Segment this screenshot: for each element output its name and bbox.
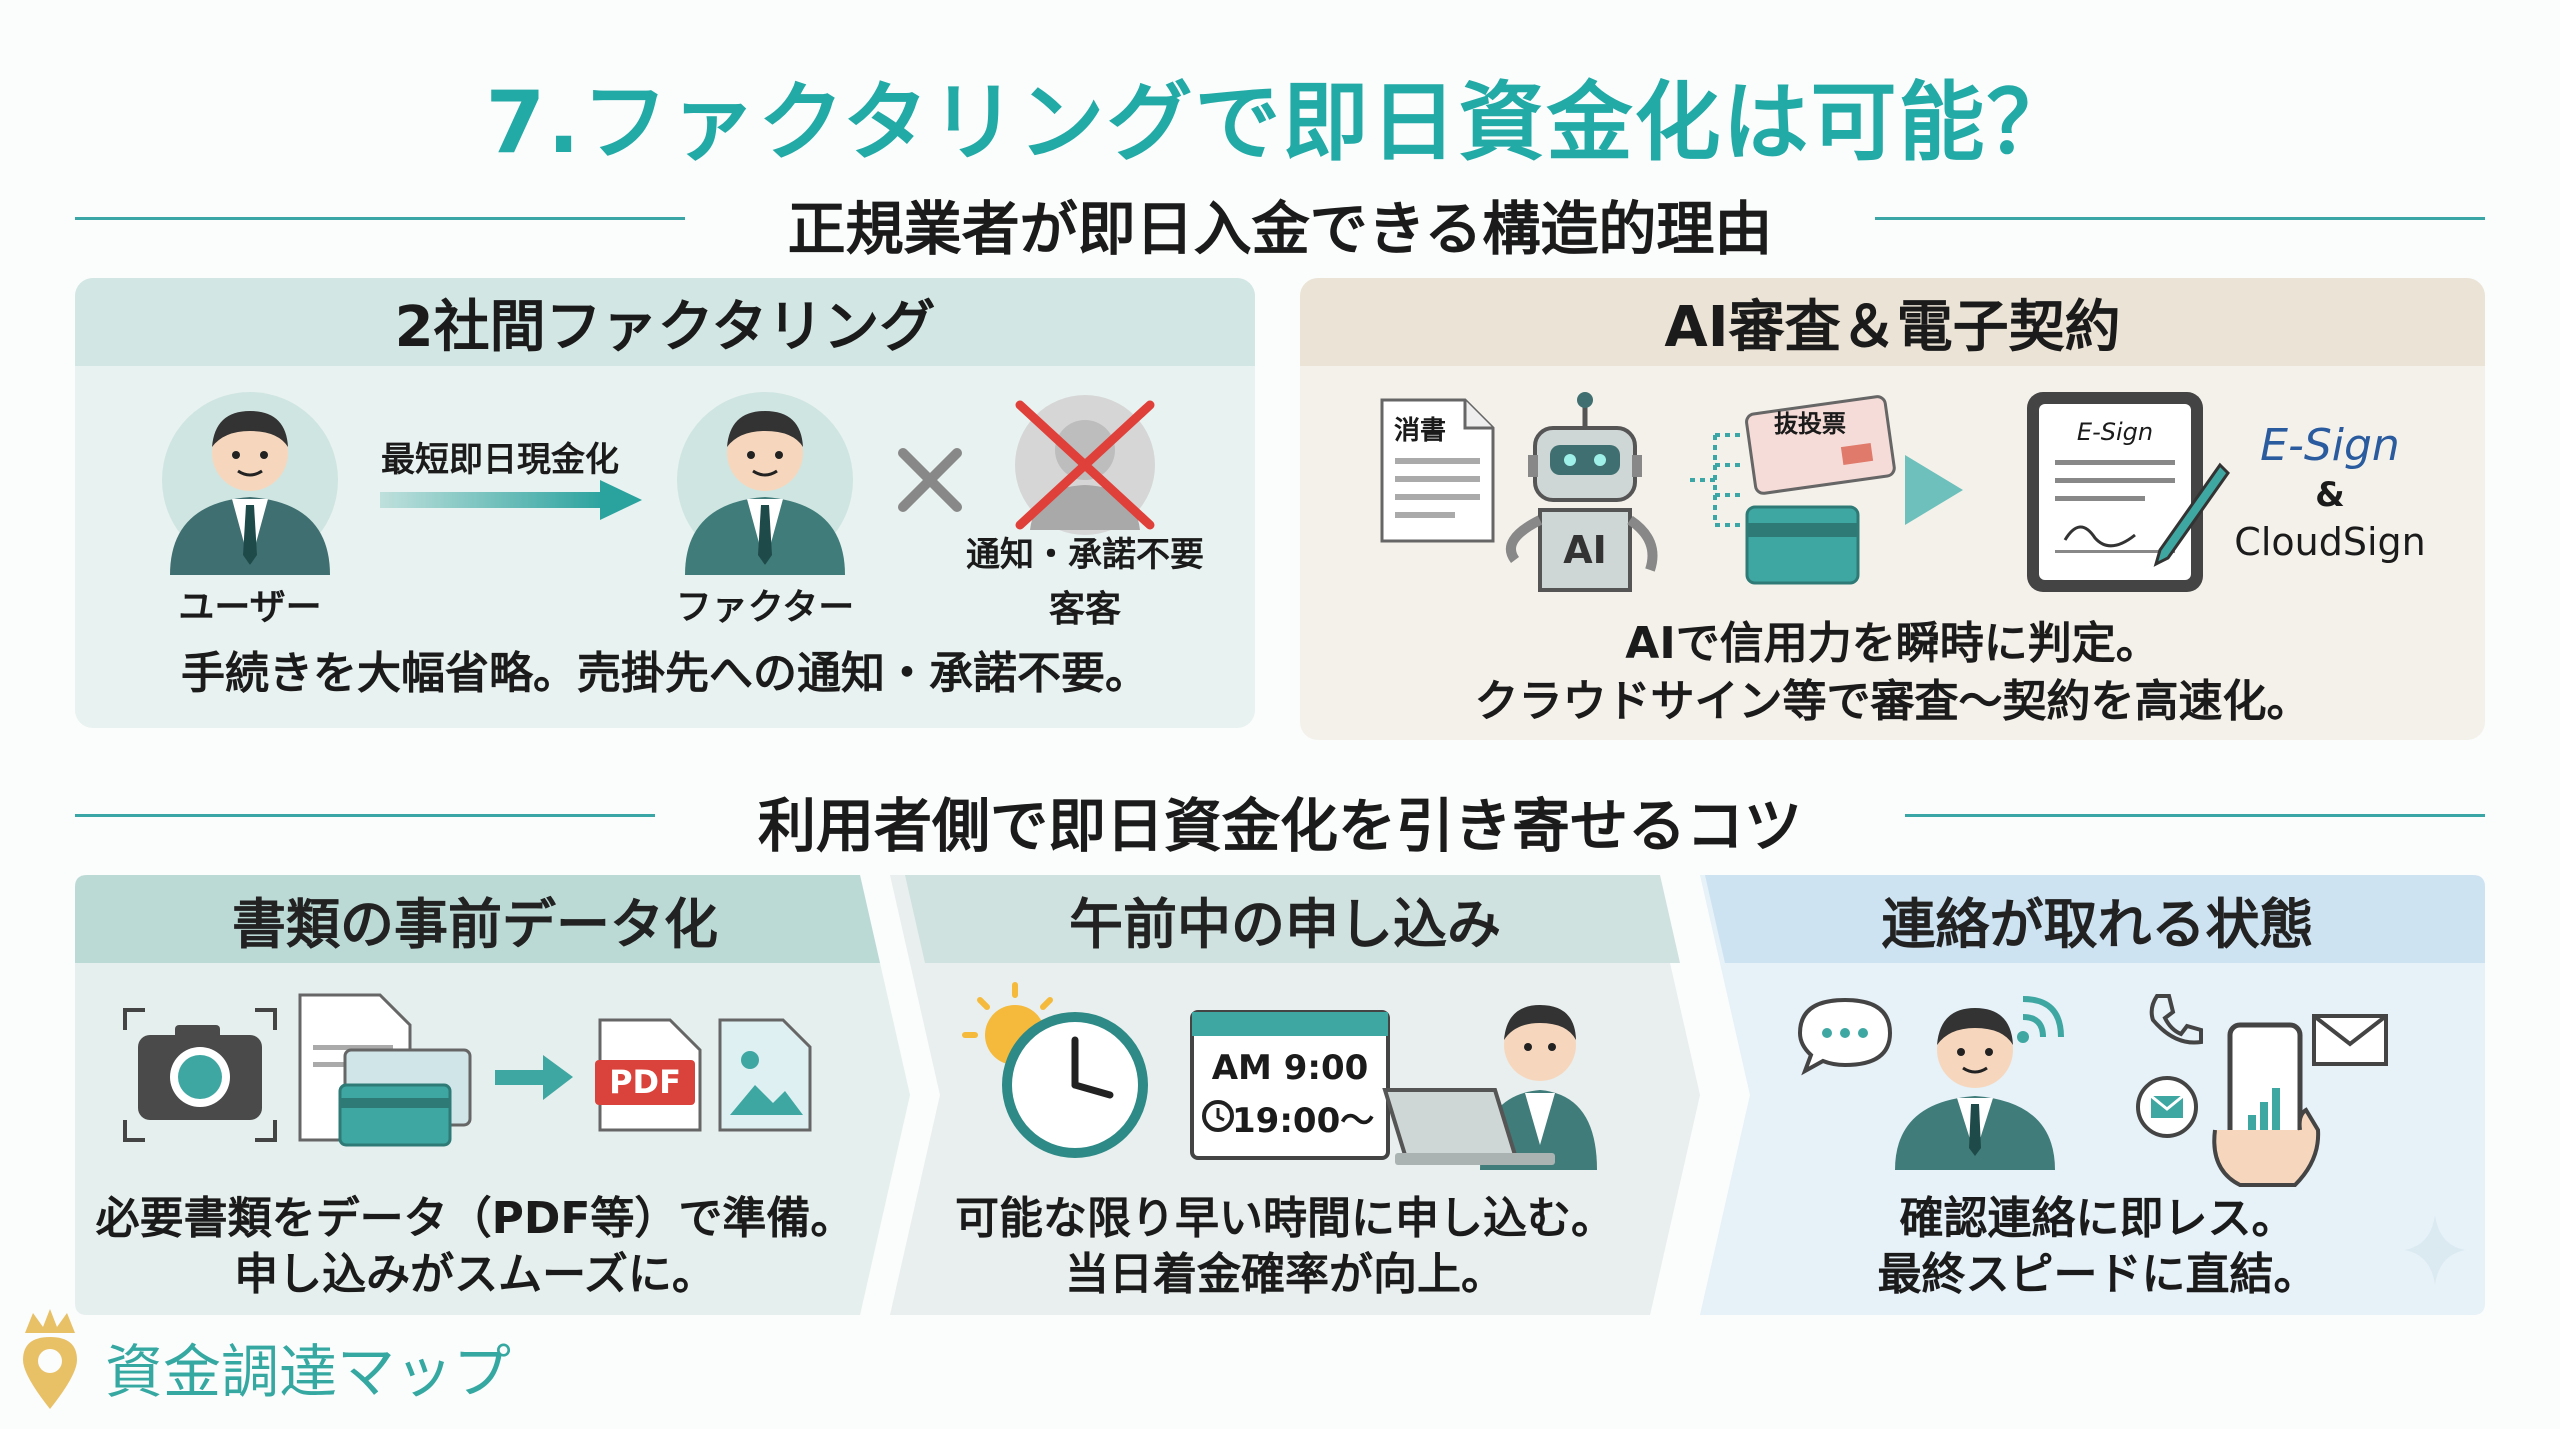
transfer-arrow-icon	[380, 480, 642, 520]
heading-rule-right	[1905, 814, 2485, 817]
tablet-esign-icon	[2027, 392, 2203, 592]
factor-label: ファクター	[675, 587, 855, 628]
cross-icon	[898, 448, 962, 512]
page-title: 7.ファクタリングで即日資金化は可能？	[485, 73, 2075, 173]
image-file-icon	[718, 1018, 812, 1132]
tip-header-morning: 午前中の申し込み	[1069, 892, 1501, 956]
panel-caption-line2: クラウドサイン等で審査〜契約を高速化。	[1474, 676, 2311, 727]
contact-person-icon	[1895, 1008, 2055, 1170]
clock-small-icon	[1202, 1100, 1234, 1132]
signal-icon	[2017, 996, 2064, 1043]
ai-robot-icon	[1505, 392, 1658, 592]
schedule-card-icon	[1190, 1010, 1390, 1160]
mail-circle-icon	[2136, 1076, 2198, 1138]
ticket-card-icon	[1745, 395, 1896, 495]
chat-bubble-icon	[1797, 997, 1893, 1076]
sparkle-icon	[2405, 1215, 2465, 1285]
phone-icon	[2149, 994, 2203, 1045]
heading-rule-left	[75, 217, 685, 220]
person-laptop-icon	[1382, 1005, 1597, 1170]
tip-header-digitize: 書類の事前データ化	[232, 892, 718, 956]
factor-person-icon	[677, 392, 853, 575]
user-label: ユーザー	[178, 587, 322, 628]
heading-rule-right	[1875, 217, 2485, 220]
envelope-icon	[2312, 1014, 2388, 1066]
tip-caption-line2: 申し込みがスムーズに。	[234, 1249, 716, 1300]
tip-caption-line2: 最終スピードに直結。	[1877, 1249, 2318, 1300]
tip-caption-line1: 必要書類をデータ（PDF等）で準備。	[95, 1193, 855, 1244]
tip-caption-line1: 確認連絡に即レス。	[1899, 1193, 2296, 1244]
cloudsign-brand: CloudSign	[2234, 520, 2426, 564]
customer-crossed-icon	[1015, 395, 1155, 535]
ticket-label: 抜投票	[1774, 410, 1846, 438]
ampersand: &	[2315, 475, 2345, 515]
panel-header: 2社間ファクタリング	[75, 278, 1255, 366]
user-person-icon	[162, 392, 338, 575]
logo-pin-crown-icon	[23, 1309, 77, 1409]
arrow-label: 最短即日現金化	[381, 440, 619, 480]
tip-caption-line2: 当日着金確率が向上。	[1065, 1249, 1505, 1300]
customer-note: 通知・承諾不要	[966, 535, 1204, 575]
document-label: 消書	[1393, 416, 1446, 446]
credit-card-icon	[1745, 505, 1860, 585]
pdf-file-icon	[595, 1018, 702, 1132]
connector-dots-icon	[1690, 433, 1745, 527]
section-heading-text: 正規業者が即日入金できる構造的理由	[787, 195, 1773, 263]
section-heading-text: 利用者側で即日資金化を引き寄せるコツ	[757, 792, 1802, 860]
robot-label: AI	[1563, 528, 1607, 572]
customer-label: 客客	[1048, 589, 1121, 630]
heading-rule-left	[75, 814, 655, 817]
next-arrow-icon	[1905, 455, 1963, 525]
documents-stack-icon	[298, 993, 472, 1147]
tablet-label: E-Sign	[2076, 418, 2154, 446]
panel-caption-line1: AIで信用力を瞬時に判定。	[1625, 618, 2160, 669]
logo-text: 資金調達マップ	[105, 1338, 512, 1406]
panel-ai-esign: AI審査＆電子契約	[1300, 278, 2485, 740]
pen-icon	[2153, 462, 2230, 567]
tip-header-contact: 連絡が取れる状態	[1881, 892, 2314, 956]
panel-caption: 手続きを大幅省略。売掛先への通知・承諾不要。	[181, 648, 1149, 699]
convert-arrow-icon	[495, 1055, 573, 1100]
tip-caption-line1: 可能な限り早い時間に申し込む。	[955, 1193, 1615, 1244]
document-icon	[1380, 398, 1495, 543]
section-heading-tips: 利用者側で即日資金化を引き寄せるコツ	[0, 775, 2560, 860]
time-am: AM 9:00	[1211, 1048, 1369, 1088]
esign-brand: E-Sign	[2260, 420, 2400, 471]
section-heading-structure: 正規業者が即日入金できる構造的理由	[0, 178, 2560, 263]
panel-header: AI審査＆電子契約	[1300, 278, 2485, 366]
time-pm: 19:00〜	[1232, 1101, 1375, 1141]
camera-icon	[123, 1008, 277, 1142]
pdf-label: PDF	[609, 1063, 681, 1101]
smartphone-icon	[2212, 1022, 2321, 1187]
sun-clock-icon	[962, 982, 1148, 1158]
